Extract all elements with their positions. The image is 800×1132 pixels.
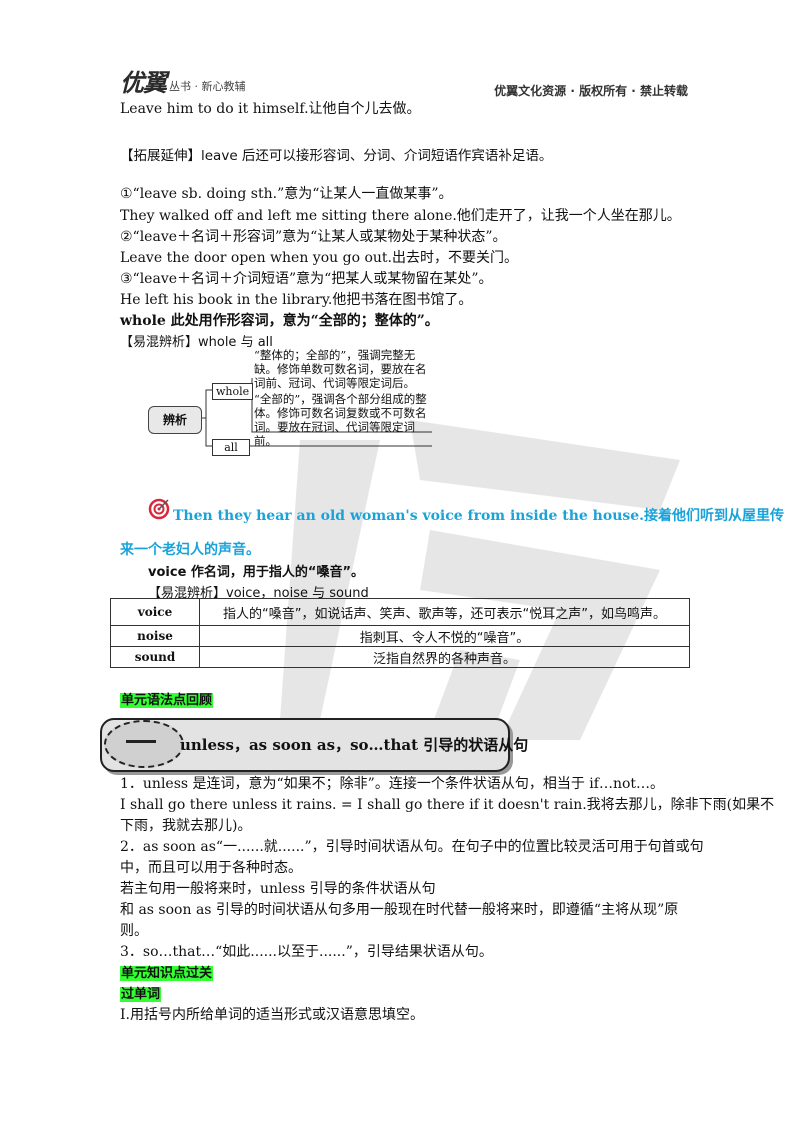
table-word: sound (110, 646, 200, 668)
diagram-connectors (200, 378, 432, 447)
table-word: noise (110, 625, 200, 647)
key-sentence-zh-cont: 来一个老妇人的声音。 (120, 542, 260, 558)
grammar-point-2: 2．as soon as“一......就......”，引导时间状语从句。在句… (120, 839, 704, 855)
table-desc: 泛指自然界的各种声音。 (199, 646, 690, 668)
table-row: voice 指人的“嗓音”，如说话声、笑声、歌声等，还可表示“悦耳之声”，如鸟鸣… (110, 598, 690, 626)
voice-note: voice 作名词，用于指人的“嗓音”。 (148, 565, 364, 580)
grammar-point-3: 3．so…that…“如此......以至于......”，引导结果状语从句。 (120, 944, 493, 960)
grammar-note-cont: 和 as soon as 引导的时间状语从句多用一般现在时代替一般将来时，即遵循… (120, 902, 679, 918)
logo-subtitle: 丛书 · 新心教辅 (169, 80, 246, 93)
grammar-note-end: 则。 (120, 923, 148, 939)
all-description: “全部的”，强调各个部分组成的整体。修饰可数名词复数或不可数名词。要放在冠词、代… (254, 392, 427, 448)
example-sentence: Leave him to do it himself.让他自个儿去做。 (120, 101, 421, 117)
grammar-point-1: 1．unless 是连词，意为“如果不；除非”。连接一个条件状语从句，相当于 i… (120, 776, 665, 792)
vocab-heading: 过单词 (120, 987, 162, 1002)
publisher-logo: 优翼 丛书 · 新心教辅 (120, 70, 246, 96)
key-sentence-zh: 接着他们听到从屋里传 (644, 508, 785, 524)
compare-title-voice: 【易混辨析】voice，noise 与 sound (148, 586, 369, 601)
diagram-center-node: 辨析 (148, 406, 202, 434)
table-word: voice (110, 598, 200, 626)
usage-3: ③“leave＋名词＋介词短语”意为“把某人或某物留在某处”。 (120, 271, 493, 287)
whole-note: whole 此处用作形容词，意为“全部的；整体的”。 (120, 313, 439, 329)
whole-description: “整体的；全部的”，强调完整无缺。修饰单数可数名词，要放在名词前、冠词、代词等限… (254, 348, 427, 390)
section-heading: 单元语法点回顾 (120, 689, 214, 708)
logo-main-text: 优翼 (120, 69, 167, 97)
extension-note: 【拓展延伸】leave 后还可以接形容词、分词、介词短语作宾语补足语。 (120, 148, 553, 164)
grammar-point-2-cont: 中，而且可以用于各种时态。 (120, 860, 302, 876)
target-icon (148, 498, 170, 520)
usage-1: ①“leave sb. doing sth.”意为“让某人一直做某事”。 (120, 186, 453, 202)
key-sentence-en: Then they hear an old woman's voice from… (173, 508, 645, 524)
example-sentence: I shall go there unless it rains. = I sh… (120, 797, 775, 813)
grammar-note: 若主句用一般将来时，unless 引导的条件状语从句 (120, 881, 436, 897)
section-heading: 单元知识点过关 (120, 962, 214, 981)
grammar-banner-title: unless，as soon as，so…that 引导的状语从句 (180, 736, 529, 754)
key-sentence: Then they hear an old woman's voice from… (173, 505, 784, 525)
table-row: sound 泛指自然界的各种声音。 (110, 646, 690, 668)
all-node: all (212, 439, 250, 456)
table-desc: 指人的“嗓音”，如说话声、笑声、歌声等，还可表示“悦耳之声”，如鸟鸣声。 (199, 598, 690, 626)
example-sentence: Leave the door open when you go out.出去时，… (120, 250, 518, 266)
grammar-heading: 单元语法点回顾 (120, 693, 214, 708)
knowledge-heading: 单元知识点过关 (120, 966, 214, 981)
example-sentence: They walked off and left me sitting ther… (120, 208, 681, 224)
subsection-heading: 过单词 (120, 983, 162, 1002)
table-desc: 指刺耳、令人不悦的“噪音”。 (199, 625, 690, 647)
compare-title: 【易混辨析】whole 与 all (120, 335, 273, 350)
exercise-instruction: Ⅰ.用括号内所给单词的适当形式或汉语意思填空。 (120, 1007, 424, 1023)
banner-number-oval (104, 720, 184, 768)
example-sentence-cont: 下雨，我就去那儿)。 (120, 818, 252, 834)
example-sentence: He left his book in the library.他把书落在图书馆… (120, 292, 473, 308)
copyright-notice: 优翼文化资源 · 版权所有 · 禁止转载 (494, 84, 688, 98)
whole-node: whole (212, 383, 254, 400)
table-row: noise 指刺耳、令人不悦的“噪音”。 (110, 625, 690, 647)
banner-number-dash (126, 740, 156, 743)
comparison-table: voice 指人的“嗓音”，如说话声、笑声、歌声等，还可表示“悦耳之声”，如鸟鸣… (110, 598, 690, 668)
usage-2: ②“leave＋名词＋形容词”意为“让某人或某物处于某种状态”。 (120, 229, 507, 245)
